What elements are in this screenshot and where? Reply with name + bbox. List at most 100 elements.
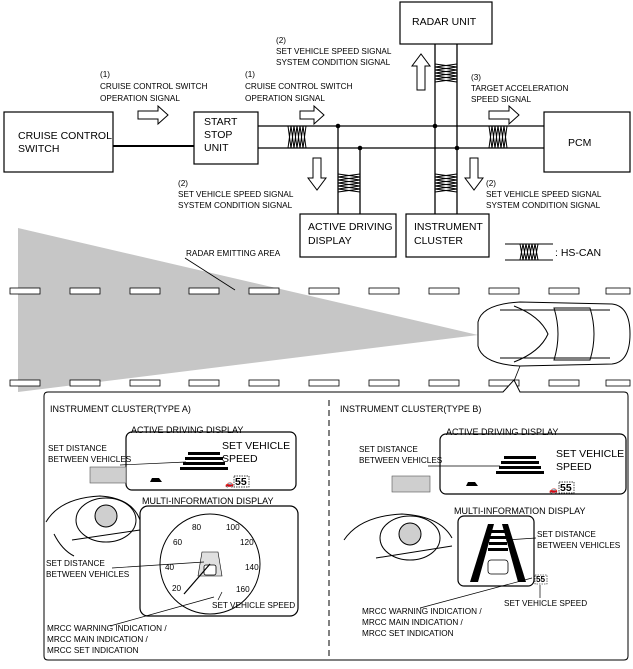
set-distance-label-b: SET DISTANCE — [359, 445, 418, 454]
svg-text:BETWEEN VEHICLES: BETWEEN VEHICLES — [46, 570, 130, 579]
svg-text:SYSTEM CONDITION SIGNAL: SYSTEM CONDITION SIGNAL — [486, 201, 601, 210]
cruise-control-switch-box: CRUISE CONTROL SWITCH — [3, 111, 114, 173]
svg-text:DISPLAY: DISPLAY — [308, 235, 352, 247]
cruise-car-icon: 🚗 — [225, 481, 234, 488]
svg-text:UNIT: UNIT — [204, 142, 229, 154]
panel-b-title: INSTRUMENT CLUSTER(TYPE B) — [340, 404, 481, 414]
svg-text:MRCC SET INDICATION: MRCC SET INDICATION — [47, 646, 139, 655]
svg-text:OPERATION SIGNAL: OPERATION SIGNAL — [100, 94, 180, 103]
svg-text:SWITCH: SWITCH — [18, 143, 59, 155]
block-diagram: CRUISE CONTROL SWITCH START STOP UNIT RA… — [3, 1, 631, 261]
instrument-cluster-box: INSTRUMENT CLUSTER — [405, 213, 490, 258]
set-vehicle-speed-label-b: SET VEHICLE — [556, 448, 624, 460]
svg-text:BETWEEN VEHICLES: BETWEEN VEHICLES — [537, 541, 621, 550]
distance-bars-icon — [180, 452, 228, 470]
set-distance-label-a: SET DISTANCE — [48, 444, 107, 453]
radar-emitting-area-label: RADAR EMITTING AREA — [186, 249, 281, 258]
cruise-car-icon: 🚗 — [549, 487, 558, 494]
road-scene: RADAR EMITTING AREA — [9, 228, 631, 397]
speed-value-a: 55 — [235, 476, 247, 488]
hs-can-legend: : HS-CAN — [505, 243, 601, 261]
svg-text:BETWEEN VEHICLES: BETWEEN VEHICLES — [359, 456, 443, 465]
panel-type-a: INSTRUMENT CLUSTER(TYPE A) ACTIVE DRIVIN… — [45, 404, 299, 655]
svg-text:SPEED SIGNAL: SPEED SIGNAL — [471, 95, 532, 104]
arrow-right-icon — [488, 104, 520, 126]
signal-label-s1-left: (1) CRUISE CONTROL SWITCH OPERATION SIGN… — [100, 70, 208, 103]
radar-unit-box: RADAR UNIT — [399, 1, 493, 45]
radar-emitting-area — [18, 228, 478, 392]
bus-junction-dots — [335, 123, 460, 151]
svg-text:BETWEEN VEHICLES: BETWEEN VEHICLES — [48, 455, 132, 464]
svg-text:CLUSTER: CLUSTER — [414, 235, 463, 247]
svg-text:(2): (2) — [486, 179, 496, 188]
panel-a-adisp-title: ACTIVE DRIVING DISPLAY — [131, 425, 243, 435]
svg-text:: HS-CAN: : HS-CAN — [555, 247, 601, 259]
svg-text:MRCC SET INDICATION: MRCC SET INDICATION — [362, 629, 454, 638]
signal-arrows — [137, 53, 520, 191]
mrcc-indication-label-a: MRCC WARNING INDICATION / — [47, 624, 167, 633]
distance-bars-icon — [496, 456, 544, 474]
svg-text:PCM: PCM — [568, 137, 591, 149]
svg-text:SET VEHICLE SPEED SIGNAL: SET VEHICLE SPEED SIGNAL — [276, 47, 392, 56]
active-driving-display-box: ACTIVE DRIVING DISPLAY — [299, 213, 397, 258]
svg-text:SET VEHICLE SPEED SIGNAL: SET VEHICLE SPEED SIGNAL — [486, 190, 602, 199]
start-stop-unit-box: START STOP UNIT — [193, 111, 259, 165]
speed-value-b2: 55 — [536, 575, 546, 584]
panel-a-mid-title: MULTI-INFORMATION DISPLAY — [142, 496, 274, 506]
active-driving-display-a — [125, 431, 297, 491]
steering-wheel-icon — [343, 513, 453, 561]
can-bus-lines — [113, 44, 544, 214]
set-vehicle-speed-label-a: SET VEHICLE — [222, 440, 290, 452]
signal-label-s1-mid: (1) CRUISE CONTROL SWITCH OPERATION SIGN… — [245, 70, 353, 103]
set-distance-label-a2: SET DISTANCE — [46, 559, 105, 568]
signal-label-s3: (3) TARGET ACCELERATION SPEED SIGNAL — [471, 73, 568, 104]
panel-type-b: INSTRUMENT CLUSTER(TYPE B) ACTIVE DRIVIN… — [340, 404, 627, 638]
svg-text:20: 20 — [172, 584, 182, 593]
signal-label-s2-top: (2) SET VEHICLE SPEED SIGNAL SYSTEM COND… — [276, 36, 392, 67]
svg-text:160: 160 — [236, 585, 250, 594]
svg-text:CRUISE CONTROL: CRUISE CONTROL — [18, 130, 112, 142]
svg-text:CRUISE CONTROL SWITCH: CRUISE CONTROL SWITCH — [245, 82, 353, 91]
svg-text:(3): (3) — [471, 73, 481, 82]
svg-text:60: 60 — [173, 538, 183, 547]
mrcc-indication-label-b: MRCC WARNING INDICATION / — [362, 607, 482, 616]
svg-text:(2): (2) — [178, 179, 188, 188]
svg-text:SYSTEM CONDITION SIGNAL: SYSTEM CONDITION SIGNAL — [276, 58, 391, 67]
pcm-box: PCM — [543, 111, 631, 173]
twisted-pair-icon — [519, 243, 539, 261]
arrow-right-icon — [137, 104, 169, 126]
svg-text:MRCC MAIN INDICATION /: MRCC MAIN INDICATION / — [362, 618, 464, 627]
arrow-right-icon — [299, 104, 325, 126]
svg-text:40: 40 — [165, 563, 175, 572]
steering-wheel-icon — [45, 495, 141, 557]
signal-label-s2-right: (2) SET VEHICLE SPEED SIGNAL SYSTEM COND… — [486, 179, 602, 210]
speedometer-gauge: 20 40 60 80 100 120 140 160 — [159, 513, 261, 615]
svg-text:120: 120 — [240, 538, 254, 547]
set-vehicle-speed-label-a2: SET VEHICLE SPEED — [212, 601, 295, 610]
svg-text:SPEED: SPEED — [556, 461, 592, 473]
svg-text:100: 100 — [226, 523, 240, 532]
arrow-up-icon — [411, 53, 431, 91]
svg-text:ACTIVE DRIVING: ACTIVE DRIVING — [308, 221, 393, 233]
panel-a-title: INSTRUMENT CLUSTER(TYPE A) — [50, 404, 191, 414]
speed-value-b: 55 — [560, 482, 572, 494]
svg-text:(2): (2) — [276, 36, 286, 45]
signal-label-s2-left: (2) SET VEHICLE SPEED SIGNAL SYSTEM COND… — [178, 179, 294, 210]
svg-text:START: START — [204, 116, 238, 128]
vehicle-icon — [477, 301, 631, 367]
svg-text:SYSTEM CONDITION SIGNAL: SYSTEM CONDITION SIGNAL — [178, 201, 293, 210]
svg-text:80: 80 — [192, 523, 202, 532]
svg-text:RADAR UNIT: RADAR UNIT — [412, 16, 477, 28]
set-distance-label-b2: SET DISTANCE — [537, 530, 596, 539]
svg-text:(1): (1) — [100, 70, 110, 79]
arrow-down-icon — [464, 157, 484, 191]
svg-text:SPEED: SPEED — [222, 453, 258, 465]
panel-b-mid-title: MULTI-INFORMATION DISPLAY — [454, 506, 586, 516]
hs-can-twisted-pair-symbols — [287, 63, 508, 193]
callout-frame — [43, 379, 629, 661]
lane-dashes — [9, 287, 631, 387]
svg-text:OPERATION SIGNAL: OPERATION SIGNAL — [245, 94, 325, 103]
svg-text:(1): (1) — [245, 70, 255, 79]
svg-text:SET VEHICLE SPEED SIGNAL: SET VEHICLE SPEED SIGNAL — [178, 190, 294, 199]
svg-text:CRUISE CONTROL SWITCH: CRUISE CONTROL SWITCH — [100, 82, 208, 91]
